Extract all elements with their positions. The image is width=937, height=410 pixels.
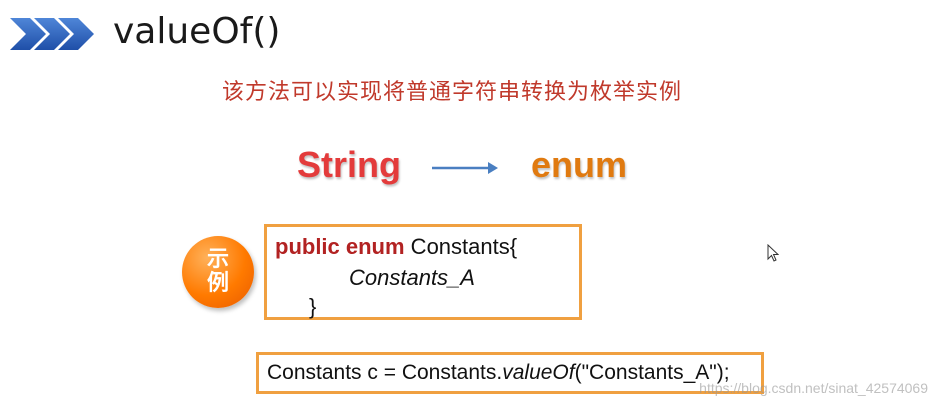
call-method: valueOf bbox=[502, 361, 575, 384]
call-suffix: ("Constants_A"); bbox=[574, 361, 730, 384]
slide-subtitle: 该方法可以实现将普通字符串转换为枚举实例 bbox=[222, 80, 683, 105]
code-line-2: Constants_A bbox=[349, 265, 475, 290]
mouse-pointer-icon bbox=[767, 244, 779, 262]
conversion-from-label: String bbox=[297, 144, 401, 185]
badge-char-2: 例 bbox=[206, 271, 229, 296]
watermark-text: https://blog.csdn.net/sinat_42574069 bbox=[699, 380, 928, 396]
right-arrow-icon bbox=[432, 162, 498, 174]
enum-code-box: public enum Constants{ Constants_A } bbox=[264, 224, 582, 320]
badge-char-1: 示 bbox=[206, 247, 229, 272]
code-keywords: public enum bbox=[275, 234, 405, 259]
slide-title: valueOf() bbox=[113, 11, 281, 52]
conversion-to-label: enum bbox=[531, 144, 628, 185]
code-line-1: public enum Constants{ bbox=[275, 231, 517, 262]
valueof-call-box: Constants c = Constants.valueOf("Constan… bbox=[256, 352, 764, 394]
triple-chevron-icon bbox=[10, 18, 94, 50]
code-line-3: } bbox=[309, 294, 317, 319]
call-prefix: Constants c = Constants. bbox=[267, 361, 503, 384]
example-badge: 示 例 bbox=[182, 236, 254, 308]
code-class-name: Constants{ bbox=[404, 234, 518, 259]
